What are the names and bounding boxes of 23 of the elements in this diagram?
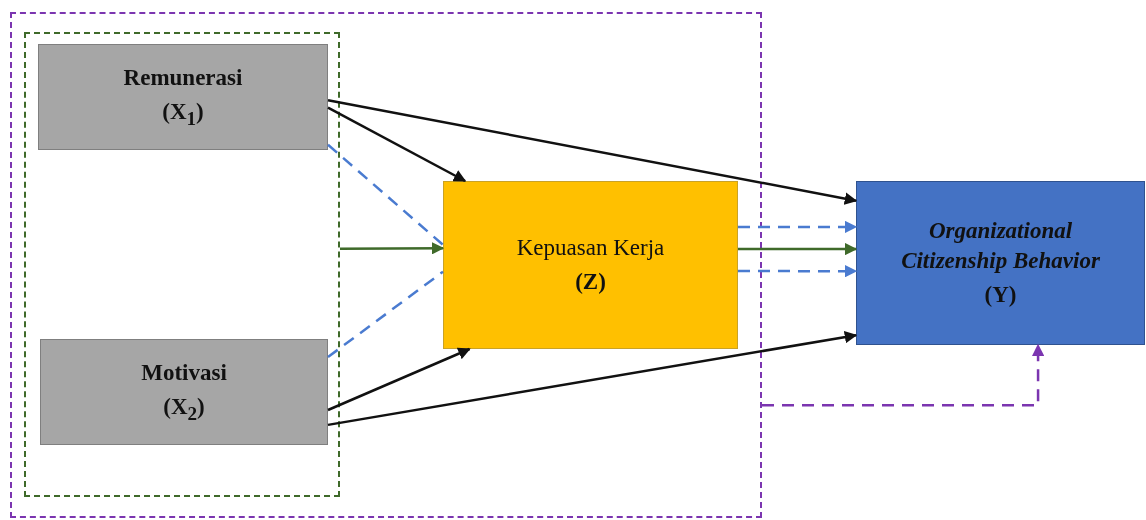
arrow [738,220,858,234]
variable-box [38,44,328,150]
variable-symbol: (Y) [983,280,1018,309]
arrow [762,343,1045,407]
variable-symbol: (X$_{1}$) [161,97,205,131]
arrow [327,106,467,183]
arrow [340,242,445,255]
arrow [738,242,858,256]
arrow [327,98,858,205]
variable-symbol: (Z) [574,268,607,296]
variable-box [443,181,738,349]
variable-box [856,181,1145,345]
variable-name: Remunerasi [122,63,244,92]
variable-name: Organizational Citizenship Behavior [900,217,1101,276]
variable-box [40,339,328,445]
dashed-frame [24,32,340,497]
arrow [738,264,858,278]
variable-symbol: (X$_{2}$) [162,392,206,426]
variable-name: Motivasi [140,358,228,387]
arrow [327,330,858,427]
variable-name: Kepuasan Kerja [515,234,666,263]
arrow [327,347,471,412]
dashed-frame [10,12,762,518]
